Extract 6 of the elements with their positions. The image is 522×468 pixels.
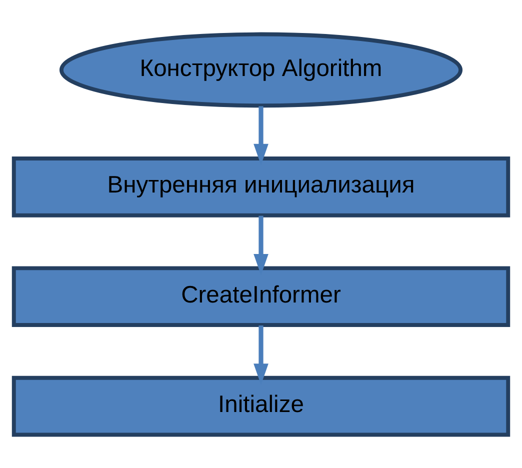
node-box: Внутренняя инициализация [12, 156, 510, 217]
node-box: Initialize [12, 375, 510, 436]
node-box: CreateInformer [12, 266, 510, 326]
node-ellipse: Конструктор Algorithm [59, 32, 463, 108]
arrow [254, 215, 268, 275]
arrow [254, 106, 268, 165]
